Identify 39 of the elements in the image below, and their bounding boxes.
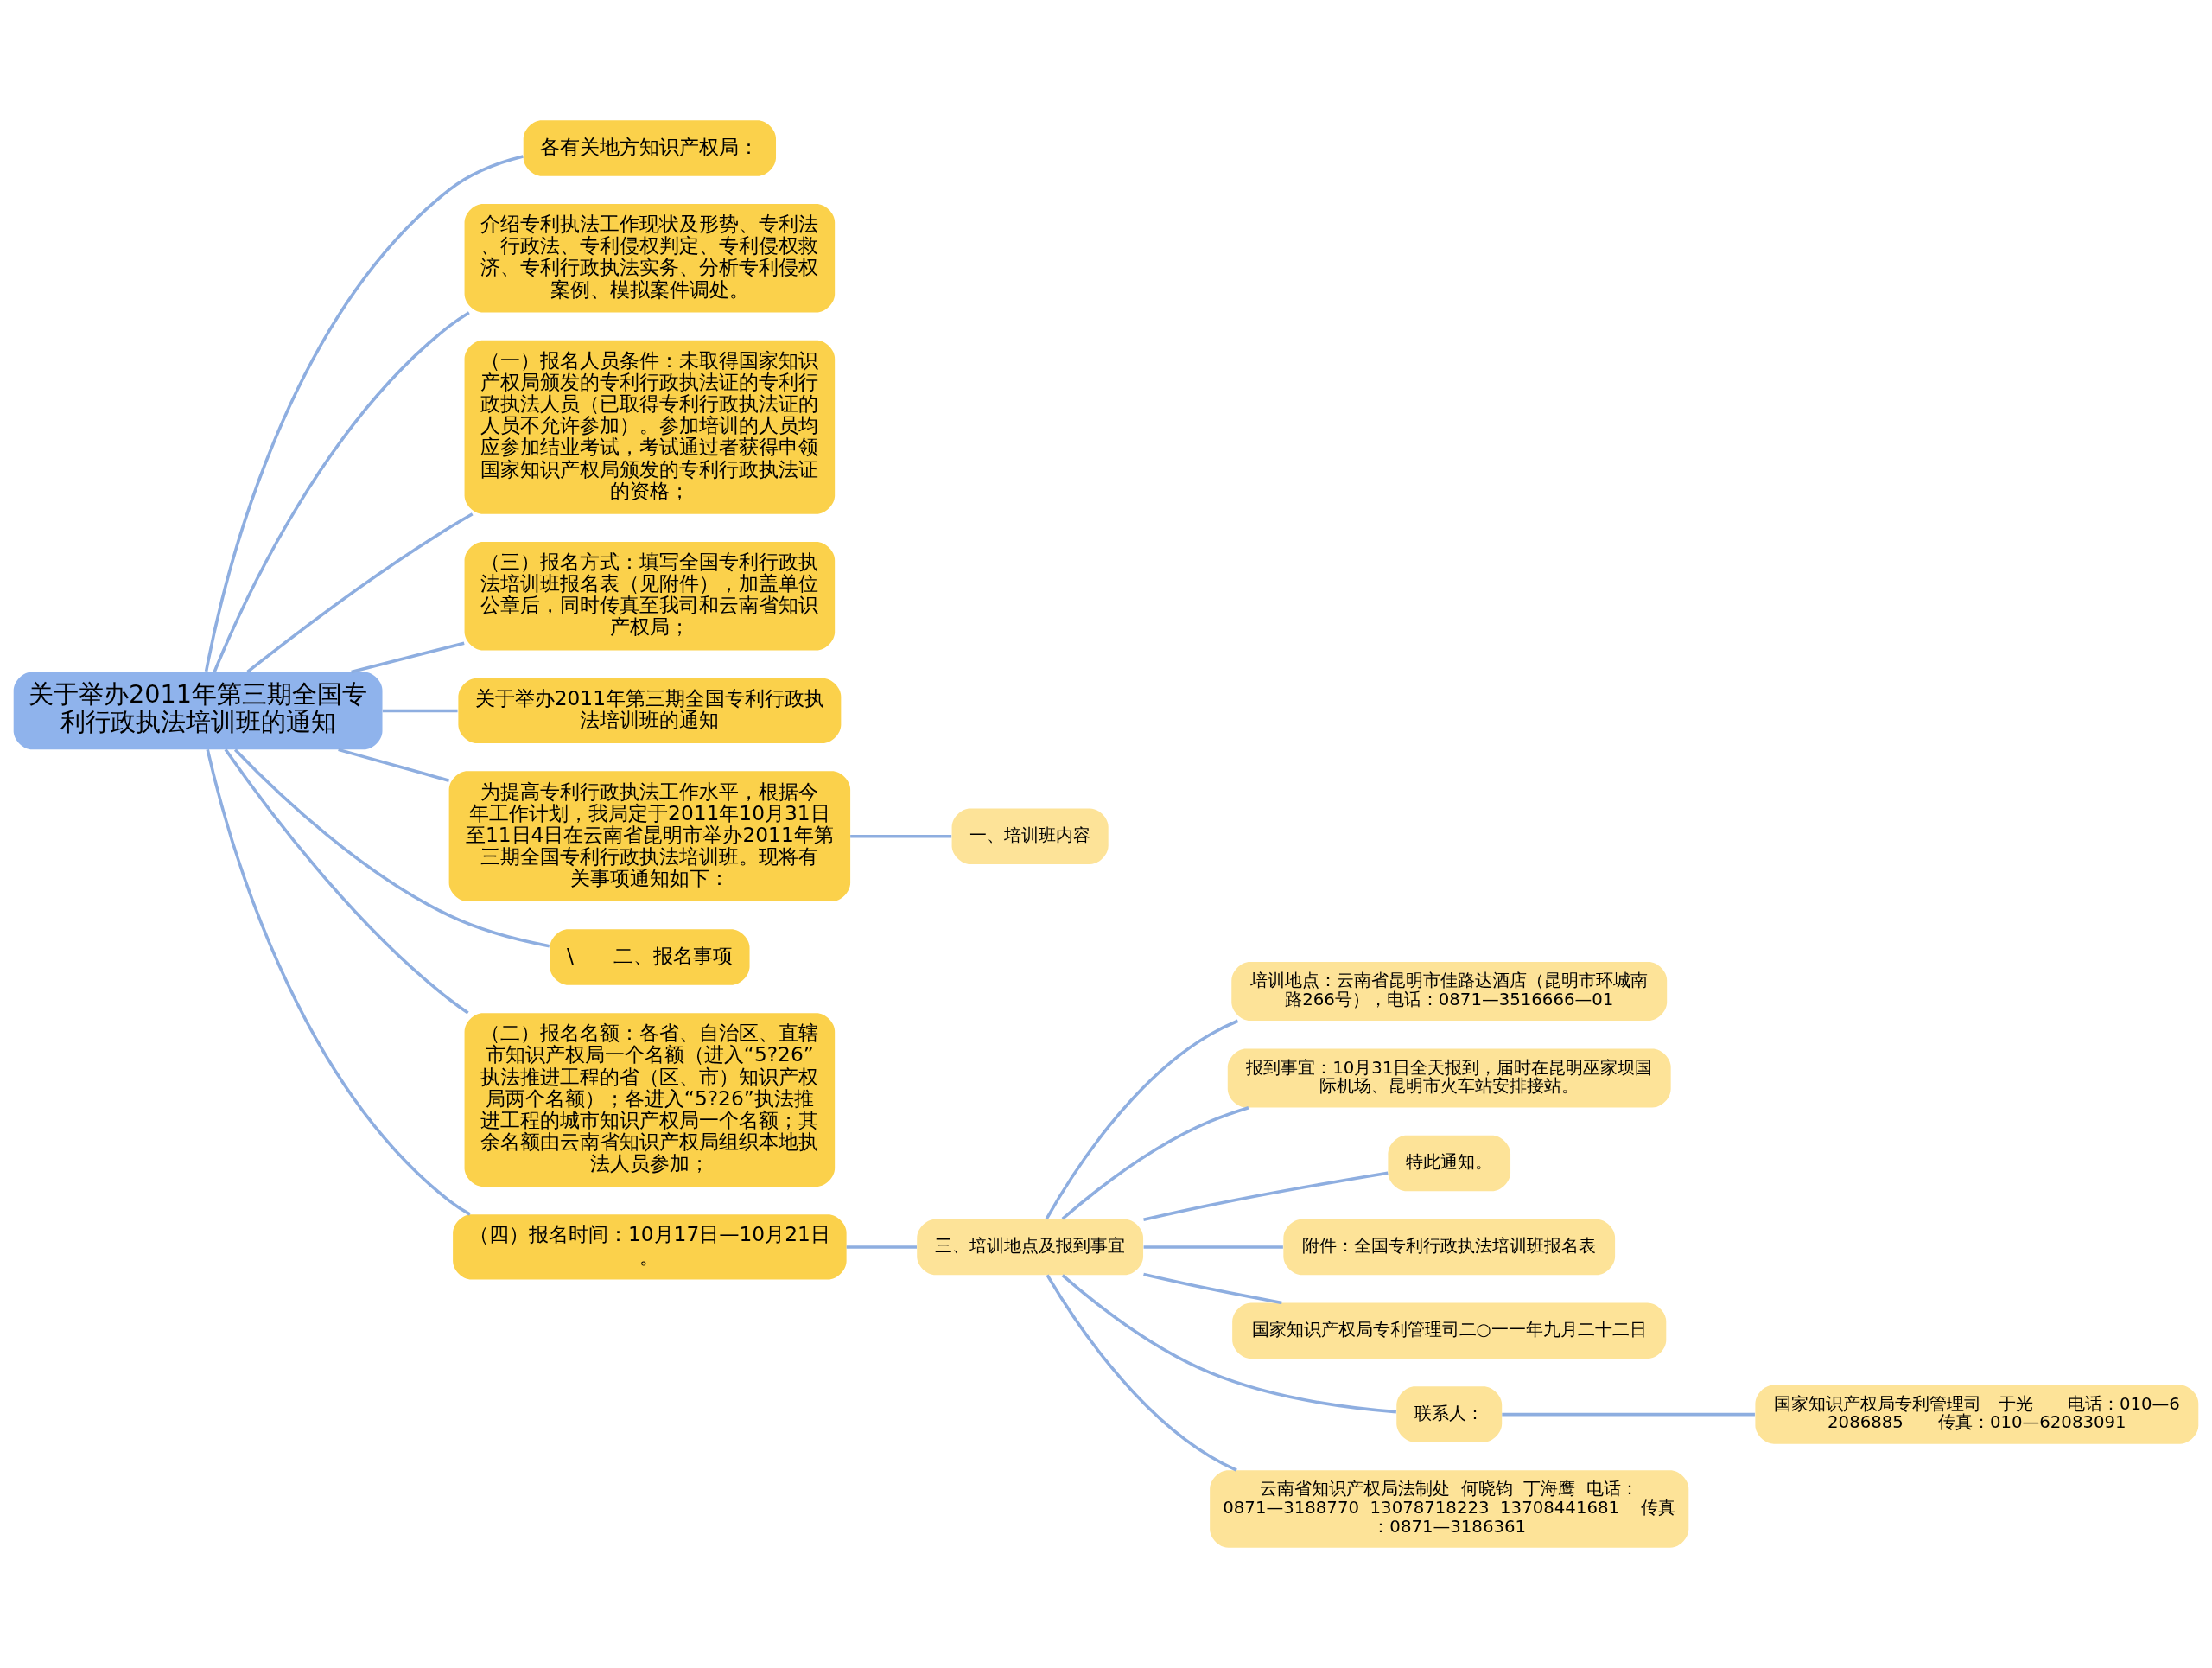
connector	[224, 748, 469, 1015]
connector	[850, 834, 952, 838]
connector	[1046, 1274, 1237, 1472]
node-box: 云南省知识产权局法制处 何晓钧 丁海鹰 电话：0871—3188770 13078718223 13708441681 传真：0871—3186361	[1210, 1470, 1689, 1548]
connector	[1502, 1412, 1755, 1417]
node-box: 关于举办2011年第三期全国专利行政执法培训班的通知	[458, 678, 842, 744]
connector	[204, 155, 524, 672]
connector	[1045, 1019, 1239, 1220]
connector	[382, 709, 458, 713]
node-box: 国家知识产权局专利管理司二○一一年九月二十二日	[1232, 1302, 1667, 1359]
node-box: 联系人：	[1396, 1386, 1503, 1442]
node-box: （三）报名方式：填写全国专利行政执法培训班报名表（见附件），加盖单位公章后，同时传真至我司和云南省知识产权局；	[464, 541, 836, 651]
connector	[1061, 1274, 1397, 1414]
node-box: 特此通知。	[1388, 1135, 1511, 1192]
node-box: 附件：全国专利行政执法培训班报名表	[1283, 1219, 1616, 1276]
node-box: 报到事宜：10月31日全天报到，届时在昆明巫家坝国际机场、昆明市火车站安排接站。	[1227, 1048, 1671, 1108]
node-box: 培训地点：云南省昆明市佳路达酒店（昆明市环城南路266号），电话：0871—3516666—01	[1231, 961, 1668, 1022]
connector	[213, 311, 470, 673]
connector	[1143, 1171, 1389, 1222]
node-box: 介绍专利执法工作现状及形势、专利法、行政法、专利侵权判定、专利侵权救济、专利行政执法实务、分析专利侵权案例、模拟案件调处。	[464, 204, 836, 313]
connector	[206, 749, 471, 1216]
connector	[233, 748, 550, 948]
node-box: 一、培训班内容	[951, 808, 1109, 864]
node-box: （二）报名名额：各省、自治区、直辖市知识产权局一个名额（进入“5?26”执法推进工程的省（区、市）知识产权局两个名额）；各进入“5?26”执法推进工程的城市知识产权局一个名额；其余名额由云南省知识产权局组织本地执法人员参加；	[464, 1013, 836, 1187]
connector	[1061, 1106, 1249, 1220]
connector	[351, 641, 465, 674]
connector	[338, 748, 450, 782]
node-box: 关于举办2011年第三期全国专利行政执法培训班的通知	[13, 672, 383, 750]
node-box: 国家知识产权局专利管理司 于光 电话：010—62086885 传真：010—62083091	[1755, 1385, 2199, 1444]
connector	[1143, 1272, 1282, 1305]
connector	[246, 512, 474, 673]
node-box: 为提高专利行政执法工作水平，根据今年工作计划，我局定于2011年10月31日至11日4日在云南省昆明市举办2011年第三期全国专利行政执法培训班。现将有关事项通知如下：	[448, 771, 851, 901]
node-box: 三、培训地点及报到事宜	[917, 1219, 1144, 1276]
node-box: \ 二、报名事项	[550, 929, 750, 985]
connector	[846, 1245, 917, 1249]
node-box: （四）报名时间：10月17日—10月21日。	[453, 1214, 847, 1280]
node-box: 各有关地方知识产权局：	[523, 120, 776, 176]
connector	[1143, 1245, 1283, 1249]
node-box: （一）报名人员条件：未取得国家知识产权局颁发的专利行政执法证的专利行政执法人员（已取得专利行政执法证的人员不允许参加）。参加培训的人员均应参加结业考试，考试通过者获得申领国家知识产权局颁发的专利行政执法证的资格；	[464, 340, 836, 514]
